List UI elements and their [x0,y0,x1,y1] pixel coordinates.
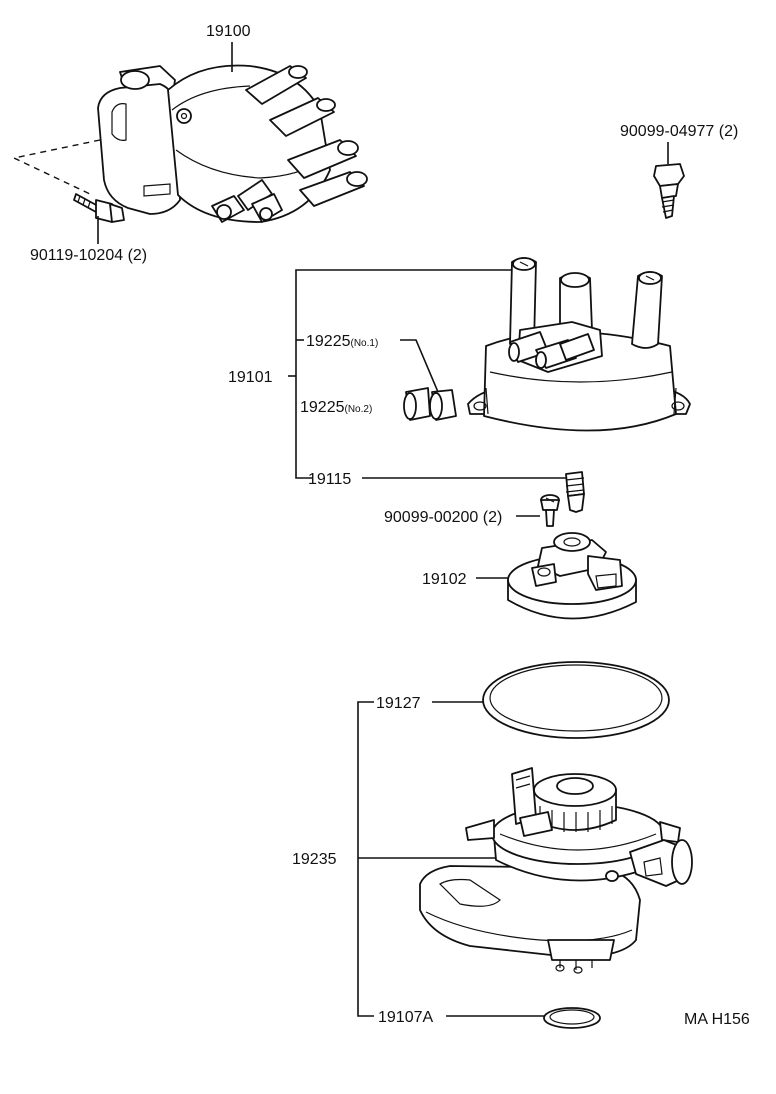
label-19225-no1-number: 19225 [306,333,351,350]
label-19225-no2: 19225(No.2) [300,399,372,416]
alignment-dashed-line [11,139,101,195]
rotor-19102-drawing [507,532,637,620]
bolt-90099-04977-drawing [653,163,685,219]
rotor-cap-19225-drawing [403,387,457,421]
distributor-cap-drawing [467,257,691,432]
label-90119-10204: 90119-10204 (2) [30,247,147,264]
o-ring-19127-drawing [482,661,670,739]
o-ring-19107a-drawing [543,1007,601,1029]
label-90099-00200: 90099-00200 (2) [384,509,502,526]
label-19101: 19101 [228,369,273,386]
label-19107a: 19107A [378,1009,433,1026]
label-19225-no2-number: 19225 [300,399,345,416]
distributor-assembly-drawing [97,64,368,223]
label-90099-04977: 90099-04977 (2) [620,123,738,140]
bracket-19101 [295,269,512,479]
label-19100: 19100 [206,23,251,40]
label-19102: 19102 [422,571,467,588]
spring-19115-drawing [565,471,585,513]
label-19235: 19235 [292,851,337,868]
label-19225-no1: 19225(No.1) [306,333,378,350]
label-19127: 19127 [376,695,421,712]
label-19225-no1-suffix: (No.1) [351,338,379,349]
bracket-19235 [357,701,374,1017]
figure-code: MA H156 [684,1011,750,1028]
leader-19225-no1 [400,339,439,393]
bolt-90119-10204-drawing [73,193,125,223]
screw-90099-00200-drawing [540,494,560,527]
distributor-housing-19235-drawing [419,767,693,974]
label-19115: 19115 [308,471,351,488]
label-19225-no2-suffix: (No.2) [345,404,373,415]
